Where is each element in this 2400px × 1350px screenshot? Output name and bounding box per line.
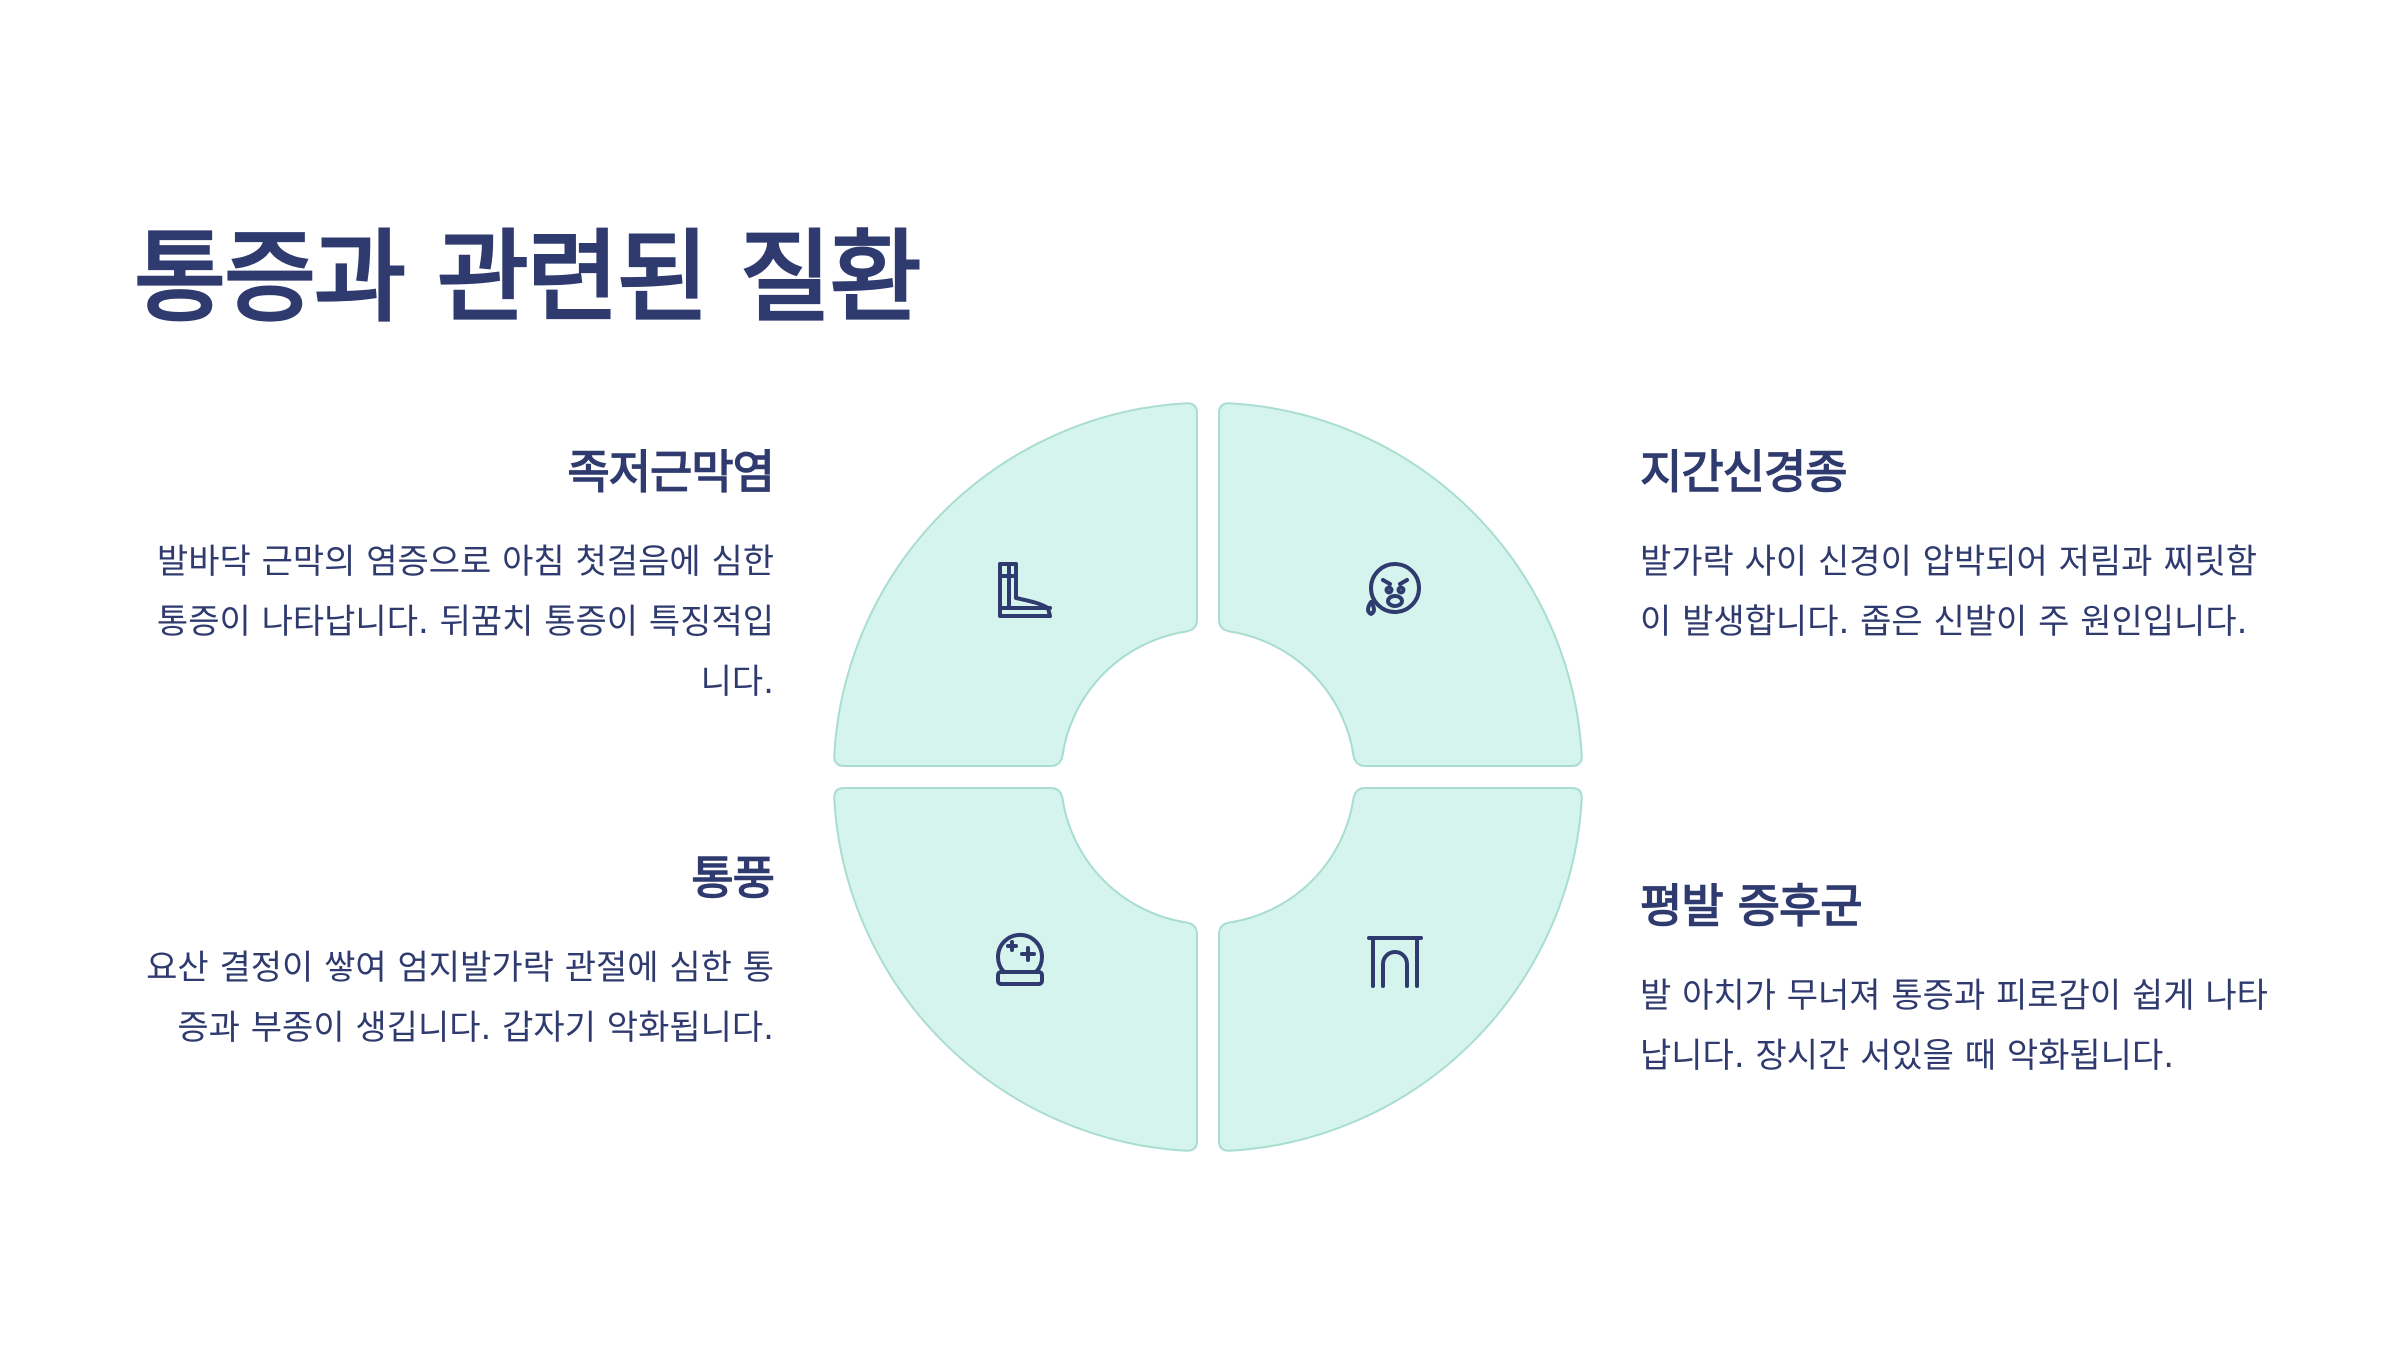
condition-description: 발 아치가 무너져 통증과 피로감이 쉽게 나타납니다. 장시간 서있을 때 악… — [1640, 976, 2268, 1076]
condition-plantar-fasciitis: 족저근막염 발바닥 근막의 염증으로 아침 첫걸음에 심한 통증이 나타납니다.… — [132, 436, 775, 712]
condition-flat-foot: 평발 증후군 발 아치가 무너져 통증과 피로감이 쉽게 나타납니다. 장시간 … — [1640, 870, 2282, 1086]
arch-icon — [1367, 936, 1423, 988]
condition-description: 요산 결정이 쌓여 엄지발가락 관절에 심한 통증과 부종이 생깁니다. 갑자기… — [146, 948, 774, 1048]
condition-title: 평발 증후군 — [1640, 879, 1863, 933]
condition-title: 지간신경종 — [1640, 445, 1848, 499]
condition-title: 족저근막염 — [567, 445, 775, 499]
segment-flat-foot — [1218, 787, 1583, 1152]
pain-face-icon — [1366, 562, 1421, 616]
page-title: 통증과 관련된 질환 — [134, 219, 922, 336]
condition-description: 발가락 사이 신경이 압박되어 저림과 찌릿함이 발생합니다. 좁은 신발이 주… — [1640, 542, 2258, 642]
crystal-ball-icon — [996, 932, 1044, 986]
condition-gout: 통풍 요산 결정이 쌓여 엄지발가락 관절에 심한 통증과 부종이 생깁니다. … — [132, 842, 775, 1058]
condition-mortons-neuroma: 지간신경종 발가락 사이 신경이 압박되어 저림과 찌릿함이 발생합니다. 좁은… — [1640, 436, 2282, 652]
boot-icon — [998, 562, 1052, 618]
condition-description: 발바닥 근막의 염증으로 아침 첫걸음에 심한 통증이 나타납니다. 뒤꿈치 통… — [156, 542, 774, 702]
condition-title: 통풍 — [691, 851, 775, 905]
segment-gout — [833, 787, 1198, 1152]
